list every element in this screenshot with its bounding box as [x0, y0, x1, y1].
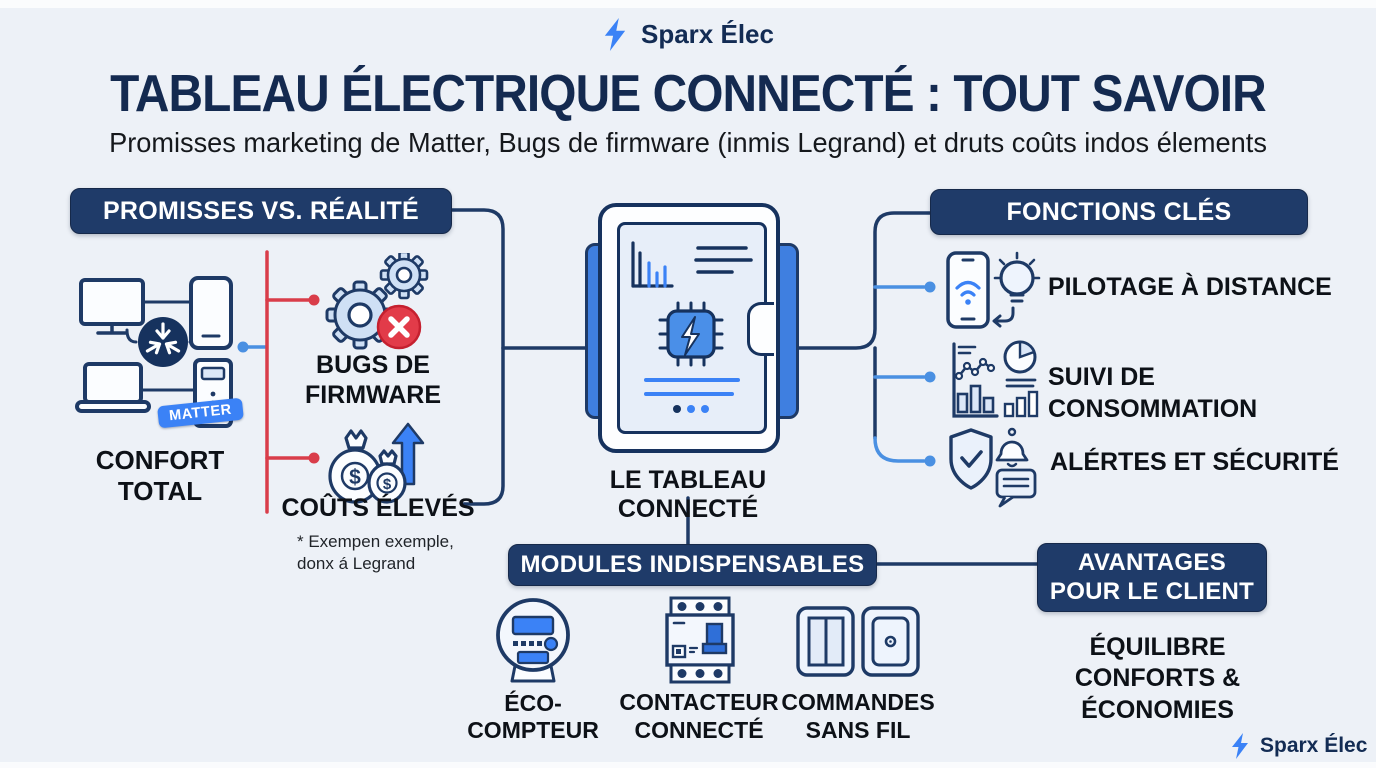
blue-connectors — [245, 285, 926, 463]
brand-logo-top: Sparx Élec — [602, 18, 774, 51]
connected-devices-icon — [75, 276, 233, 428]
eco-compteur-label: ÉCO-COMPTEUR — [467, 690, 599, 743]
section-header-fonctions: FONCTIONS CLÉS — [930, 189, 1308, 235]
blue-connector-dots — [237, 281, 936, 467]
modules-header-label: MODULES INDISPENSABLES — [520, 551, 865, 578]
bell-icon — [995, 440, 1029, 462]
gears-error-icon — [325, 253, 429, 350]
commandes-label: COMMANDES SANS FIL — [781, 689, 935, 744]
wireless-switches-icon — [796, 606, 920, 677]
smartphone-wifi-lightbulb-icon — [946, 251, 1041, 329]
svg-text:$: $ — [349, 466, 361, 489]
bottom-edge-strip — [0, 762, 1376, 768]
fonctions-header-label: FONCTIONS CLÉS — [1006, 197, 1232, 226]
confort-total-label: CONFORT TOTAL — [95, 445, 225, 506]
up-arrow-icon — [391, 422, 425, 486]
money-bags-rising-costs-icon: $ $ — [328, 422, 425, 504]
matter-badge: MATTER — [157, 397, 244, 429]
lightning-bolt-icon — [604, 18, 626, 51]
pilotage-label: PILOTAGE À DISTANCE — [1048, 273, 1332, 301]
tableau-connecte-label: LE TABLEAU CONNECTÉ — [609, 466, 767, 523]
section-header-modules: MODULES INDISPENSABLES — [508, 544, 877, 586]
section-header-avantages: AVANTAGES POUR LE CLIENT — [1037, 543, 1267, 612]
energy-meter-icon — [496, 598, 570, 683]
couts-footnote: * Exempen exemple, donx á Legrand — [297, 532, 454, 574]
couts-eleves-label: COÛTS ÉLEVÉS — [281, 494, 475, 522]
chip-bolt-icon — [681, 316, 700, 356]
brand-name: Sparx Élec — [1260, 734, 1368, 757]
alertes-label: ALÉRTES ET SÉCURITÉ — [1050, 448, 1339, 476]
page-subtitle: Promisses marketing de Matter, Bugs de f… — [109, 127, 1267, 158]
matter-hub-icon — [138, 317, 188, 367]
brand-logo-bottom: Sparx Élec — [1230, 733, 1367, 759]
avantages-header-label: AVANTAGES POUR LE CLIENT — [1049, 548, 1255, 605]
text-lines-icon — [694, 246, 753, 274]
equilibre-label: ÉQUILIBRE CONFORTS & ÉCONOMIES — [1074, 633, 1241, 724]
red-connectors — [265, 250, 311, 514]
red-connector-dots — [308, 294, 320, 464]
page-title: TABLEAU ÉLECTRIQUE CONNECTÉ : TOUT SAVOI… — [110, 65, 1267, 123]
shield-check-icon — [949, 428, 993, 490]
wifi-icon — [955, 280, 981, 297]
lightning-bolt-icon — [1232, 733, 1248, 759]
lightbulb-icon — [999, 260, 1035, 296]
svg-text:$: $ — [383, 476, 392, 493]
top-edge-strip — [0, 0, 1376, 8]
shield-bell-bubble-icon — [949, 427, 1037, 508]
charts-pie-icon — [952, 340, 1039, 418]
section-header-promesses: PROMISSES VS. RÉALITÉ — [70, 188, 452, 234]
matter-badge-label: MATTER — [157, 397, 244, 429]
bugs-firmware-label: BUGS DE FIRMWARE — [304, 351, 442, 409]
contacteur-label: CONTACTEUR CONNECTÉ — [619, 689, 779, 744]
speech-bubble-icon — [995, 468, 1037, 499]
brand-name: Sparx Élec — [641, 19, 774, 49]
promesses-header-label: PROMISSES VS. RÉALITÉ — [102, 196, 420, 225]
suivi-label: SUIVI DE CONSOMMATION — [1048, 363, 1258, 423]
tablet-notch — [747, 302, 774, 356]
navy-connectors — [448, 208, 1039, 566]
tablet-screen-content — [631, 241, 753, 413]
contactor-icon — [665, 596, 735, 684]
